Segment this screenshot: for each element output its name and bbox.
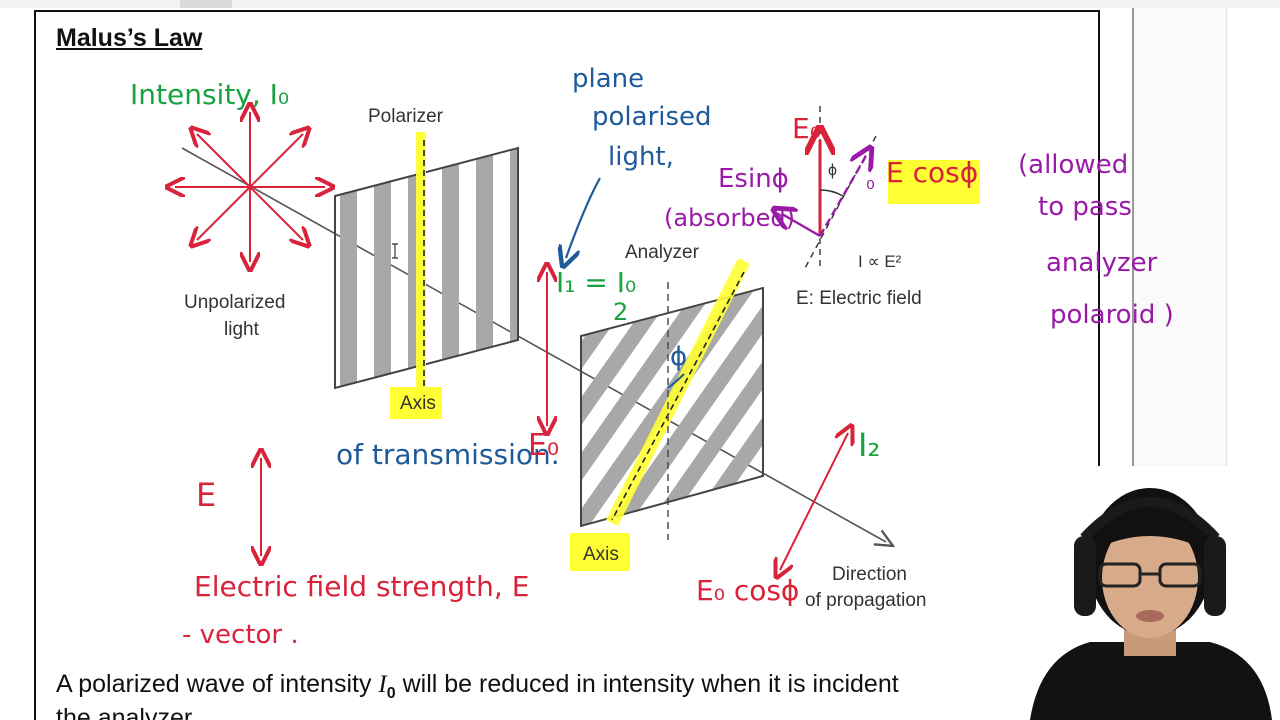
propagation-line [181, 147, 886, 542]
ecos-top-note: E cosϕ [886, 156, 979, 189]
e-note: E [196, 476, 217, 514]
analyzer-axis-line [611, 271, 745, 521]
transmission-note: of transmission. [336, 438, 560, 471]
e0cos-note: E₀ cosϕ [696, 574, 800, 607]
direction-label-1: Direction [832, 564, 907, 585]
body-text-line-2: the analyzer [56, 704, 193, 720]
i1-denominator: 2 [613, 298, 629, 326]
phi-arc [667, 373, 685, 389]
e0-subscript-small: ₀ [866, 170, 875, 195]
proportional-label: I ∝ E² [858, 252, 902, 271]
polarizer-axis-highlight [416, 132, 426, 390]
allowed-note-4: polaroid ) [1050, 300, 1174, 330]
analyzer-label: Analyzer [625, 242, 699, 263]
polarizer-plate [334, 146, 519, 390]
plane-note-3: light, [608, 142, 674, 172]
polarizer-label: Polarizer [368, 106, 443, 127]
analyzer-axis-label: Axis [583, 544, 619, 565]
e0cos-double-arrow [780, 433, 848, 570]
allowed-note-1: (allowed [1018, 150, 1129, 180]
polarizer-axis-label: Axis [400, 393, 436, 414]
electric-field-label: E: Electric field [796, 288, 922, 309]
side-panel-divider [1226, 8, 1227, 720]
phi-label: ϕ [828, 162, 837, 179]
intensity-subscript: 0 [386, 685, 396, 702]
unpolarized-label-2: light [224, 319, 259, 340]
intensity-i0-note: Intensity, I₀ [130, 78, 290, 111]
allowed-note-3: analyzer [1046, 248, 1158, 278]
presenter-webcam [1020, 466, 1280, 720]
ecos-highlight [888, 160, 980, 204]
efield-strength-note: Electric field strength, E [194, 570, 530, 603]
i2-note: I₂ [858, 426, 881, 464]
e0-left-note: E₀ [528, 428, 559, 463]
unpolarized-light-star [175, 112, 325, 262]
allowed-note-2: to pass [1038, 192, 1132, 222]
body-text-part-b: will be reduced in intensity when it is … [395, 670, 899, 698]
browser-tab-fragment [180, 0, 232, 8]
phi-handwritten: ϕ [670, 342, 688, 372]
plane-polarised-arrow [566, 177, 601, 258]
esin-note: Esinϕ [718, 164, 789, 194]
slide-frame [34, 10, 1100, 720]
e0-top-note: E₀ [792, 112, 821, 145]
presenter-silhouette [1020, 466, 1280, 720]
plane-note-2: polarised [592, 102, 712, 132]
direction-label-2: of propagation [805, 590, 927, 611]
axis-highlight-analyzer [570, 533, 630, 571]
i1-note: I₁ = I₀ [556, 266, 637, 299]
vector-note: - vector . [182, 620, 299, 650]
slide-title: Malus’s Law [56, 24, 203, 52]
plane-note-1: plane [572, 64, 645, 94]
body-text-line-1: A polarized wave of intensity I0 will be… [56, 670, 899, 703]
absorbed-note: (absorbed) [664, 204, 795, 232]
browser-top-strip [0, 0, 1280, 8]
axis-highlight-polarizer [390, 387, 442, 419]
intensity-symbol: I [378, 671, 387, 698]
vector-components [782, 106, 877, 271]
text-cursor-icon [392, 243, 398, 259]
unpolarized-label-1: Unpolarized [184, 292, 286, 313]
analyzer-axis-highlight [606, 258, 750, 526]
body-text-part-a: A polarized wave of intensity [56, 670, 379, 698]
